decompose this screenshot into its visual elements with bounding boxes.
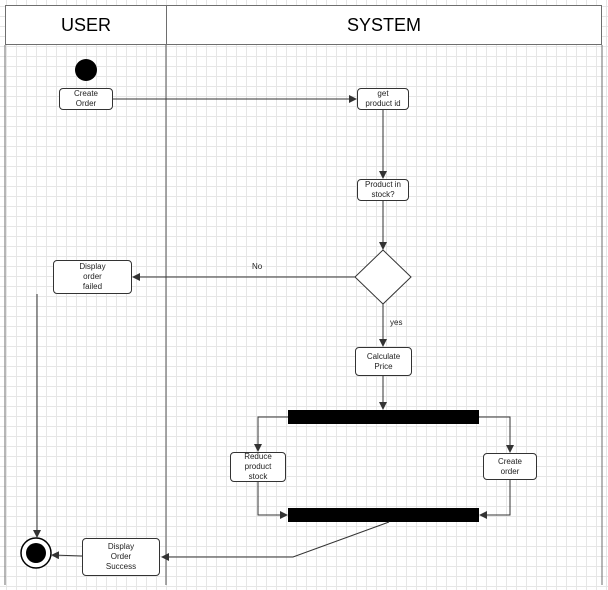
join-bar <box>288 508 479 522</box>
action-calculate-price: Calculate Price <box>355 347 412 376</box>
edge-join-to-success <box>161 521 390 561</box>
lane-header-user: USER <box>5 5 167 45</box>
decision-diamond <box>354 249 412 305</box>
action-display-order-success: Display Order Success <box>82 538 160 576</box>
action-product-in-stock: Product in stock? <box>357 179 409 201</box>
edge-fork-to-create <box>479 416 514 453</box>
edge-reduce-to-join <box>257 482 288 519</box>
lane-header-system: SYSTEM <box>166 5 602 45</box>
action-create-order-system: Create order <box>483 453 537 480</box>
action-get-product-id: get product id <box>357 88 409 110</box>
end-node-core <box>26 543 46 563</box>
action-reduce-product-stock: Reduce product stock <box>230 452 286 482</box>
fork-bar <box>288 410 479 424</box>
edge-label-yes: yes <box>390 318 403 327</box>
action-create-order: Create Order <box>59 88 113 110</box>
edge-success-to-end <box>51 551 83 560</box>
edge-label-no: No <box>252 262 263 271</box>
start-node <box>75 59 97 81</box>
edge-fork-to-reduce <box>254 416 288 452</box>
edge-create-to-join <box>479 480 511 519</box>
action-display-order-failed: Display order failed <box>53 260 132 294</box>
